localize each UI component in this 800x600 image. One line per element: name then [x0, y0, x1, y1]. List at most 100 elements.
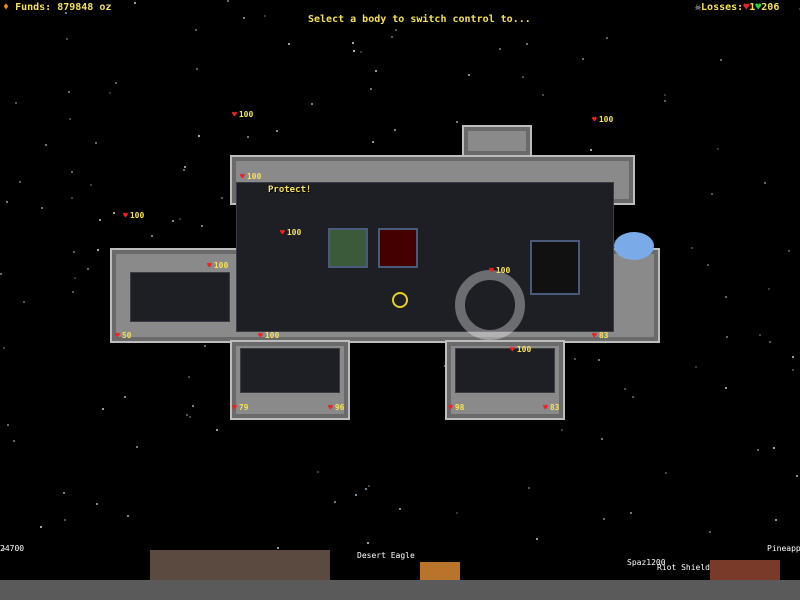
unit-health[interactable]: 83 [592, 331, 609, 340]
star [287, 43, 290, 46]
unit-health[interactable]: 100 [123, 211, 144, 220]
star [41, 206, 44, 209]
unit-health[interactable]: 79 [232, 403, 249, 412]
star [96, 503, 99, 506]
star [317, 470, 320, 473]
star [101, 407, 104, 410]
star [115, 82, 118, 85]
star [536, 538, 539, 541]
star [355, 494, 358, 497]
star [767, 288, 770, 291]
star [368, 484, 371, 487]
star [717, 148, 719, 151]
star [66, 38, 69, 41]
star [2, 346, 5, 349]
star [96, 248, 99, 251]
star [710, 192, 713, 195]
star [605, 37, 608, 40]
room-left [130, 272, 230, 322]
star [6, 423, 9, 426]
star [200, 225, 203, 228]
star [360, 50, 363, 53]
star [14, 102, 17, 105]
star [189, 416, 192, 419]
star [756, 449, 759, 452]
skull-icon: ☠ [695, 2, 702, 13]
unit-health[interactable]: 96 [328, 403, 345, 412]
star [769, 341, 772, 344]
map-screen [328, 228, 368, 268]
ground-item-label[interactable]: Riot Shield [657, 563, 710, 572]
star [632, 396, 635, 399]
ground-item-label[interactable]: Spaz1200 [627, 558, 666, 567]
unit-health[interactable]: 100 [232, 110, 253, 119]
wreckage [150, 550, 330, 582]
star [541, 94, 544, 97]
star [63, 518, 66, 521]
star [109, 92, 112, 95]
unit-health[interactable]: 100 [280, 228, 301, 237]
star [72, 290, 75, 293]
star [395, 29, 398, 32]
ground-item-label[interactable]: Desert Eagle [357, 551, 415, 560]
unit-health[interactable]: 100 [240, 172, 261, 181]
star [276, 129, 278, 132]
unit-health[interactable]: 100 [489, 266, 510, 275]
star [589, 149, 592, 152]
star [68, 91, 71, 94]
star [184, 165, 187, 168]
star [227, 0, 230, 2]
star [106, 7, 109, 10]
star [151, 234, 154, 237]
star [375, 70, 378, 73]
star [624, 388, 627, 391]
star [13, 440, 16, 443]
unit-health[interactable]: 100 [258, 331, 279, 340]
unit-health[interactable]: 98 [448, 403, 465, 412]
room-pod-right [455, 348, 555, 393]
ground [0, 580, 800, 600]
star [247, 135, 250, 138]
star [243, 16, 246, 19]
star [560, 428, 563, 431]
star [192, 404, 195, 407]
star [393, 128, 396, 131]
star [178, 218, 181, 221]
wreckage [710, 560, 780, 582]
star [371, 140, 374, 143]
star [73, 250, 76, 253]
unit-health[interactable]: 100 [207, 261, 228, 270]
unit-health[interactable]: 50 [115, 331, 132, 340]
star [68, 117, 71, 120]
star [792, 368, 795, 371]
star [603, 517, 606, 520]
losses-label: Losses: [701, 2, 744, 13]
star [45, 143, 48, 146]
star [87, 267, 90, 270]
selection-cursor[interactable] [455, 270, 525, 340]
star [798, 7, 800, 10]
star [709, 530, 712, 533]
star [724, 386, 727, 389]
funds-display: ♦ Funds: 879848 oz [3, 2, 111, 13]
room-pod-left [240, 348, 340, 393]
star [528, 486, 531, 489]
star [365, 488, 367, 491]
star [333, 500, 336, 503]
star [499, 48, 502, 51]
star [74, 277, 77, 280]
star [525, 42, 528, 45]
star [95, 141, 98, 144]
unit-health[interactable]: 100 [592, 115, 613, 124]
star [90, 183, 93, 186]
star [582, 57, 585, 60]
star [188, 376, 191, 379]
star [456, 511, 459, 514]
star [23, 300, 26, 303]
unit-health[interactable]: 83 [543, 403, 560, 412]
ground-item-label[interactable]: 24700 [0, 544, 25, 553]
ground-item-label[interactable]: Pineapple [767, 544, 800, 553]
star [136, 445, 139, 448]
unit-health[interactable]: 100 [510, 345, 531, 354]
star [455, 120, 458, 123]
